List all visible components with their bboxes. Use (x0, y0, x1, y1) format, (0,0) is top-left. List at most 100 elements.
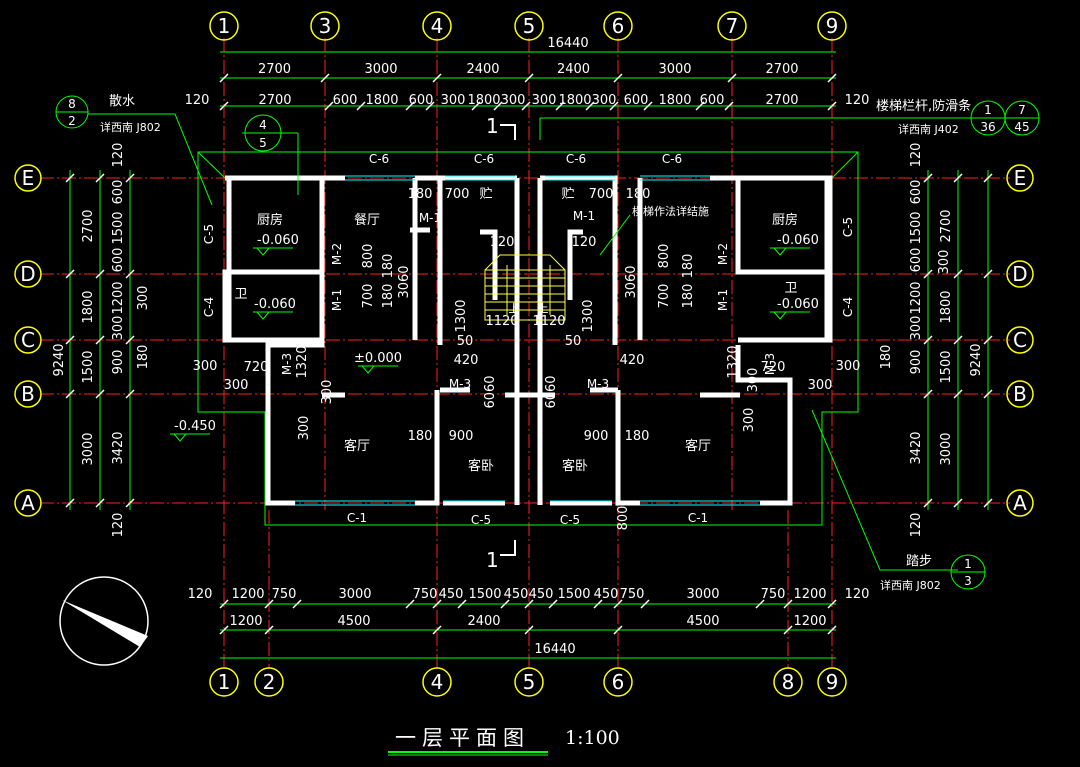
dim-tick (95, 173, 105, 183)
inner-dim-right: 720 (761, 360, 786, 375)
apron-outline (197, 151, 859, 526)
step-index-num: 1 (964, 557, 972, 571)
axis-bubble-top (310, 11, 340, 41)
dim-tick (923, 389, 933, 399)
axis-label-bottom: 4 (431, 670, 444, 694)
inner-dim-left: 1120 (485, 314, 518, 329)
dim-top-total: 16440 (547, 36, 588, 51)
inner-dim-right: 700 (657, 284, 672, 309)
dim-bottom-row1: 120 (188, 587, 213, 602)
dim-bottom-row1: 450 (529, 587, 554, 602)
axis-bubble-bottom (209, 667, 239, 697)
dim-left-outer: 3000 (81, 432, 96, 465)
dim-top-row2: 1800 (658, 93, 691, 108)
inner-dim-left: 180 (381, 254, 396, 279)
dim-bottom-row1: 450 (504, 587, 529, 602)
dim-tick (983, 173, 993, 183)
dim-right-outer: 1500 (939, 350, 954, 383)
axis-label-top: 9 (826, 14, 839, 38)
level-mark-kitchen: -0.060 (257, 233, 299, 248)
dim-tick (65, 173, 75, 183)
dim-top-row1: 2400 (557, 62, 590, 77)
room-label-living: 客厅 (685, 438, 711, 454)
inner-dim-right: 3060 (624, 265, 639, 298)
dim-tick (613, 599, 623, 609)
dim-tick (923, 335, 933, 345)
dim-tick (923, 498, 933, 508)
dim-bottom-row1: 1500 (557, 587, 590, 602)
inner-dim-left: 900 (449, 429, 474, 444)
axis-bubble-top (603, 11, 633, 41)
dim-tick (264, 625, 274, 635)
axis-label-top: 7 (726, 14, 739, 38)
dim-bottom-row1: 3000 (338, 587, 371, 602)
inner-dim-left: 180 (408, 187, 433, 202)
axis-bubble-bottom (773, 667, 803, 697)
inner-dim-left: 300 (297, 416, 312, 441)
axis-bubble-bottom (422, 667, 452, 697)
detail-index-den: 5 (259, 136, 267, 150)
dim-top-row2: 2700 (258, 93, 291, 108)
north-arrow-pointer (62, 600, 148, 647)
window-label: C-5 (471, 513, 491, 527)
inner-dim-right: 120 (572, 235, 597, 250)
dim-top-row1: 2400 (466, 62, 499, 77)
inner-dim-right: 300 (808, 378, 833, 393)
axis-label-top: 5 (523, 14, 536, 38)
axis-bubble-bottom (514, 667, 544, 697)
dim-bottom-row1: 3000 (686, 587, 719, 602)
dim-tick (524, 625, 534, 635)
room-label-kitchen: 厨房 (257, 212, 283, 228)
dim-tick (65, 335, 75, 345)
axis-label-right: E (1014, 166, 1027, 190)
dim-left-inner: 120 (111, 143, 126, 168)
dim-top-row2: 300 (441, 93, 466, 108)
dim-tick (724, 101, 734, 111)
axis-label-bottom: 6 (612, 670, 625, 694)
inner-dim-right: 700 (589, 187, 614, 202)
dim-tick (471, 101, 481, 111)
inner-dim-left: 700 (361, 284, 376, 309)
dim-tick (65, 269, 75, 279)
dim-tick (493, 101, 503, 111)
dim-tick (324, 101, 334, 111)
step-ref: 详西南 J802 (880, 578, 941, 592)
window-label: C-6 (662, 152, 682, 166)
axis-bubble-top (717, 11, 747, 41)
door-label: M-2 (330, 243, 344, 265)
axis-bubble-side (14, 326, 42, 354)
level-mark-wc: -0.060 (254, 297, 296, 312)
dim-right-inner: 1500 (909, 211, 924, 244)
inner-dim-right: 180 (681, 254, 696, 279)
dim-tick (640, 599, 650, 609)
dim-tick (405, 599, 415, 609)
dim-top-row2: 300 (592, 93, 617, 108)
dim-right-inner: 1200 (909, 281, 924, 314)
dim-tick (923, 269, 933, 279)
dim-tick (125, 173, 135, 183)
inner-dim-right: 6060 (544, 375, 559, 408)
level-triangle (256, 247, 270, 256)
dim-tick (405, 101, 415, 111)
axis-label-bottom: 1 (218, 670, 231, 694)
dim-bottom-row2: 1200 (229, 614, 262, 629)
dim-tick (548, 599, 558, 609)
door-label: M-3 (587, 377, 609, 391)
dim-tick (783, 625, 793, 635)
window-label: C-5 (841, 217, 855, 237)
dim-tick (953, 269, 963, 279)
dim-bottom-row1: 450 (439, 587, 464, 602)
dim-left-total: 9240 (52, 343, 67, 376)
dim-top-row2: 1800 (365, 93, 398, 108)
dim-tick (95, 269, 105, 279)
dim-right-outer: 1800 (939, 290, 954, 323)
room-label-wc: 卫 (234, 287, 247, 302)
axis-bubble-side (1006, 260, 1034, 288)
dim-bottom-total: 16440 (534, 642, 575, 657)
inner-dim-right: 800 (657, 244, 672, 269)
dim-bottom-row1: 1200 (231, 587, 264, 602)
dim-tick (432, 625, 442, 635)
rail-ref: 详西南 J402 (898, 122, 959, 136)
window-label: C-6 (369, 152, 389, 166)
